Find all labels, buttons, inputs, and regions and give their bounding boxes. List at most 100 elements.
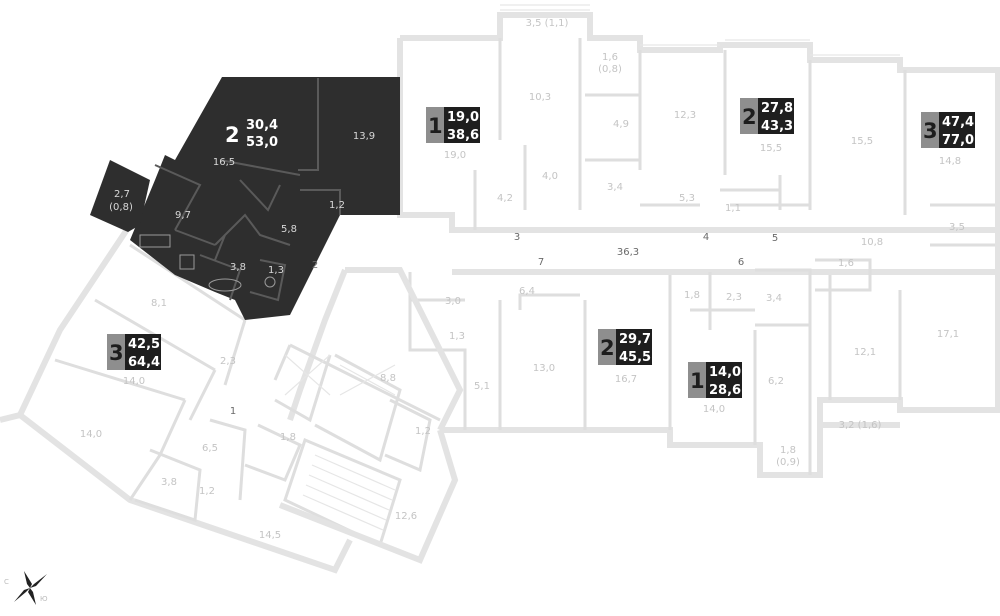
room-area: 1,6 <box>838 258 854 269</box>
room-area: 1,2 <box>329 200 345 211</box>
room-area: 4,2 <box>497 193 513 204</box>
badge-total-area: 77,0 <box>942 133 974 148</box>
room-area: 5,8 <box>281 224 297 235</box>
compass-icon: С Ю <box>4 571 48 605</box>
room-area: 10,8 <box>861 237 883 248</box>
room-area: 1,8 <box>780 445 796 456</box>
room-area: 15,5 <box>760 143 782 154</box>
room-area: 8,8 <box>380 373 396 384</box>
badge-living-area: 42,5 <box>128 337 160 352</box>
apartment-badge[interactable]: 3 47,4 77,0 <box>921 112 975 148</box>
room-area: 1,6 <box>602 52 618 63</box>
compass-south: С <box>4 578 9 586</box>
room-area: 3,5 <box>949 222 965 233</box>
room-areas: 3,5 (1,1) 1,6 (0,8) 10,3 12,3 19,0 4,9 1… <box>80 18 965 541</box>
room-area: 14,0 <box>703 404 725 415</box>
room-area: 14,0 <box>123 376 145 387</box>
room-area: 14,0 <box>80 429 102 440</box>
badge-total-area: 45,5 <box>619 350 651 365</box>
selected-room-areas: 16,5 13,9 9,7 5,8 3,8 1,3 1,2 2,7 (0,8) <box>109 131 375 276</box>
corridor-area: 36,3 <box>617 247 639 258</box>
room-area: 13,0 <box>533 363 555 374</box>
badge-rooms: 3 <box>109 341 124 365</box>
badge-living-area: 29,7 <box>619 332 651 347</box>
compass-north: Ю <box>40 595 48 603</box>
room-area: 1,2 <box>199 486 215 497</box>
corridor-number: 4 <box>703 232 709 243</box>
room-area: 5,3 <box>679 193 695 204</box>
room-area: 16,5 <box>213 157 235 168</box>
badge-living-area: 27,8 <box>761 101 793 116</box>
room-area: 13,9 <box>353 131 375 142</box>
badge-rooms: 3 <box>923 119 938 143</box>
badge-living-area: 47,4 <box>942 115 974 130</box>
room-area: (0,8) <box>109 202 133 213</box>
room-area: 3,2 (1,6) <box>839 420 882 431</box>
balcony[interactable] <box>90 160 150 232</box>
room-area: 15,5 <box>851 136 873 147</box>
room-area: 1,3 <box>449 331 465 342</box>
room-area: 9,7 <box>175 210 191 221</box>
room-area: 12,6 <box>395 511 417 522</box>
corridor-number: 1 <box>230 406 236 417</box>
room-area: (0,9) <box>776 457 800 468</box>
room-area: 3,8 <box>161 477 177 488</box>
selected-apartment-shape[interactable] <box>130 77 400 320</box>
room-area: 6,5 <box>202 443 218 454</box>
room-area: 3,4 <box>607 182 623 193</box>
room-area: 1,8 <box>280 432 296 443</box>
room-area: 6,4 <box>519 286 535 297</box>
badge-rooms: 2 <box>225 123 240 147</box>
room-area: 4,0 <box>542 171 558 182</box>
room-area: 2,3 <box>220 356 236 367</box>
selected-apartment[interactable] <box>90 77 400 320</box>
room-area: 1,3 <box>268 265 284 276</box>
badge-total-area: 53,0 <box>246 135 278 150</box>
room-area: 5,1 <box>474 381 490 392</box>
room-area: 14,8 <box>939 156 961 167</box>
room-area: 2,3 <box>726 292 742 303</box>
room-area: 1,2 <box>415 426 431 437</box>
room-area: 3,0 <box>445 296 461 307</box>
room-area: 12,3 <box>674 110 696 121</box>
badge-total-area: 64,4 <box>128 355 160 370</box>
room-area: 1,8 <box>684 290 700 301</box>
room-area: 12,1 <box>854 347 876 358</box>
room-area: 14,5 <box>259 530 281 541</box>
apartment-badge[interactable]: 2 27,8 43,3 <box>740 98 794 134</box>
room-area: 2,7 <box>114 189 130 200</box>
apartment-badge[interactable]: 1 14,0 28,6 <box>688 362 742 398</box>
room-area: (0,8) <box>598 64 622 75</box>
corridor-number: 5 <box>772 233 778 244</box>
apartment-badge[interactable]: 3 42,5 64,4 <box>107 334 161 370</box>
badge-total-area: 28,6 <box>709 383 741 398</box>
room-area: 19,0 <box>444 150 466 161</box>
corridor-number: 7 <box>538 257 544 268</box>
badge-living-area: 14,0 <box>709 365 741 380</box>
badge-living-area: 19,0 <box>447 110 479 125</box>
badge-total-area: 43,3 <box>761 119 793 134</box>
apartment-badge[interactable]: 2 30,4 53,0 <box>225 118 278 150</box>
apartment-badge[interactable]: 1 19,0 38,6 <box>426 107 480 143</box>
corridor-number: 6 <box>738 257 744 268</box>
corridor-labels: 1 2 3 4 5 6 7 36,3 <box>230 232 778 417</box>
room-area: 1,1 <box>725 203 741 214</box>
room-area: 10,3 <box>529 92 551 103</box>
building-walls <box>0 4 1000 574</box>
room-area: 4,9 <box>613 119 629 130</box>
badge-rooms: 1 <box>690 369 705 393</box>
badge-total-area: 38,6 <box>447 128 479 143</box>
badge-rooms: 2 <box>742 105 757 129</box>
room-area: 16,7 <box>615 374 637 385</box>
badge-rooms: 1 <box>428 114 443 138</box>
room-area: 3,5 (1,1) <box>526 18 569 29</box>
apartment-badge[interactable]: 2 29,7 45,5 <box>598 329 652 365</box>
room-area: 6,2 <box>768 376 784 387</box>
badge-rooms: 2 <box>600 336 615 360</box>
room-area: 8,1 <box>151 298 167 309</box>
room-area: 3,4 <box>766 293 782 304</box>
room-area: 17,1 <box>937 329 959 340</box>
room-area: 3,8 <box>230 262 246 273</box>
badge-living-area: 30,4 <box>246 118 278 133</box>
